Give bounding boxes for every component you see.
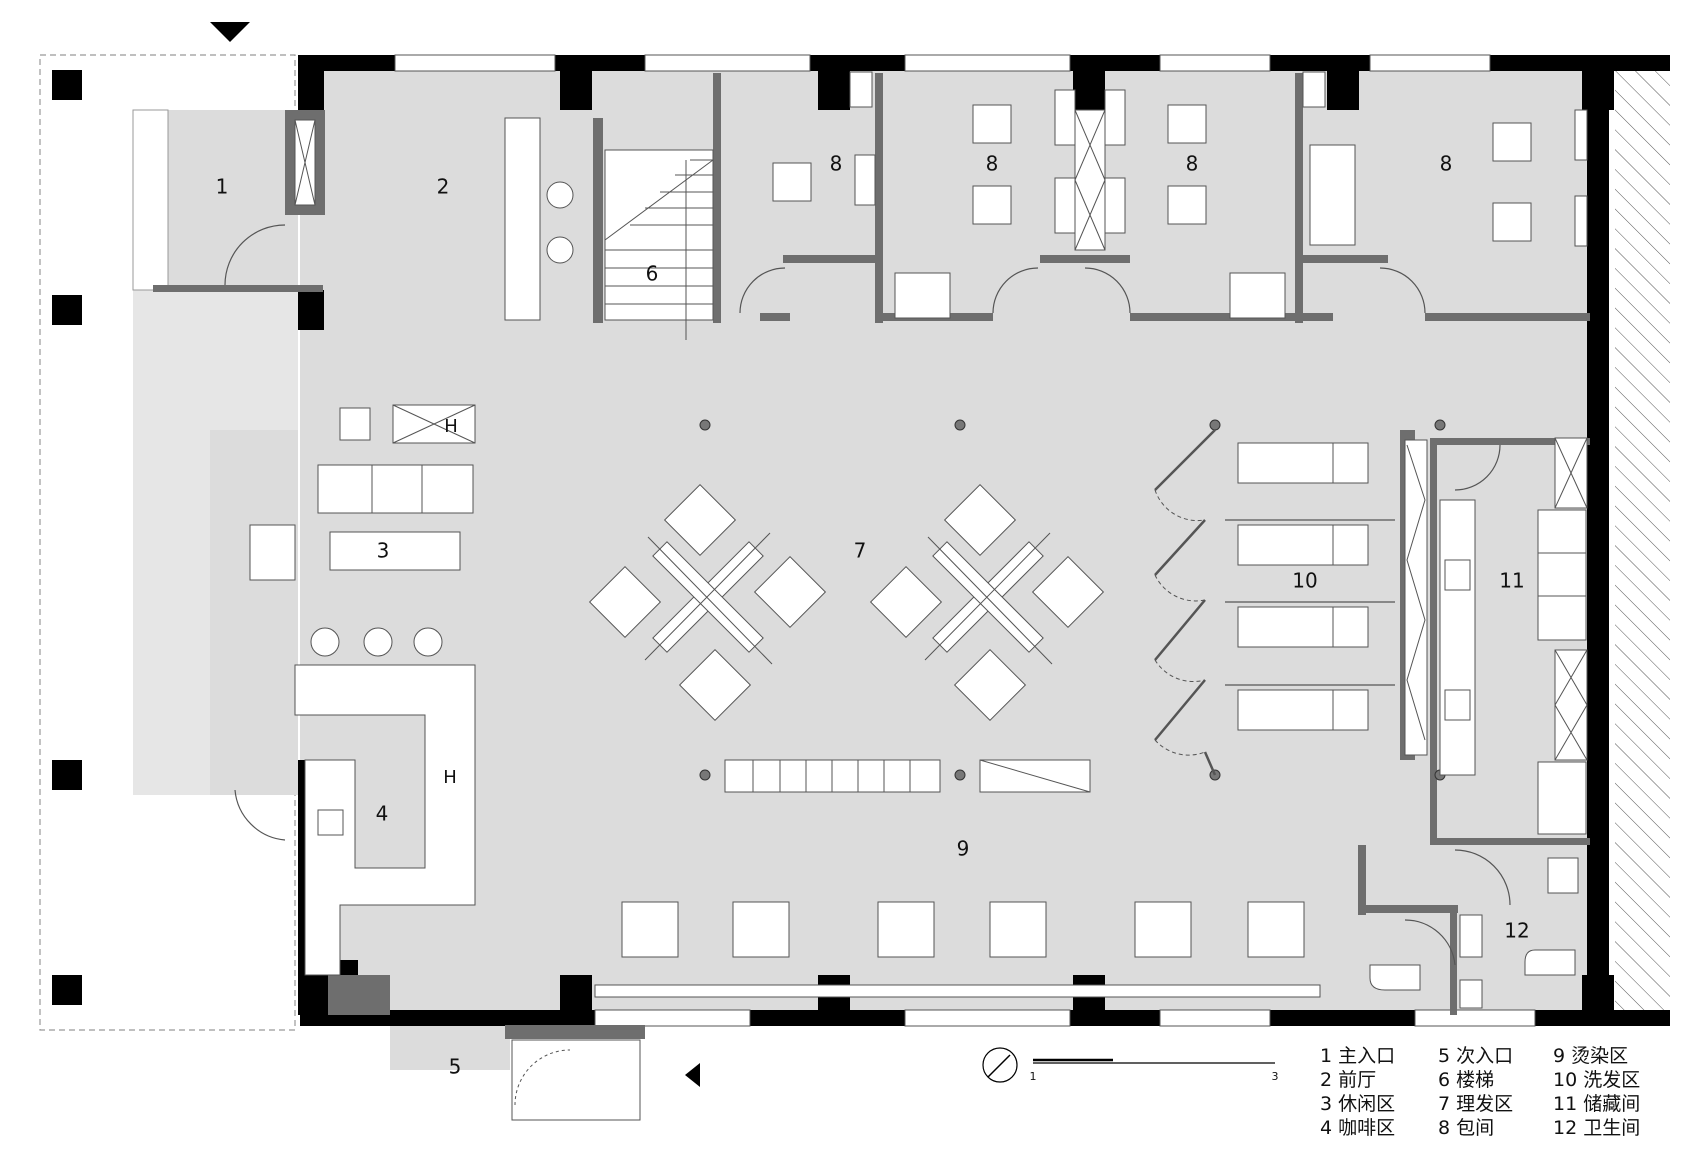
toilet-door-2	[1404, 919, 1456, 966]
storage-door	[1454, 444, 1501, 491]
lounge-cross	[392, 404, 476, 444]
entry-mat	[328, 975, 390, 1015]
barber-station-left	[588, 483, 827, 722]
private-room-furniture	[772, 89, 1588, 319]
entrance-5-door	[511, 1039, 641, 1121]
room-label-11: 11	[1499, 569, 1524, 593]
room-label-8a: 8	[830, 152, 843, 176]
legend-item: 1 主入口	[1320, 1045, 1396, 1067]
scale-end: 3	[1272, 1070, 1279, 1083]
shampoo-beds	[1225, 442, 1395, 731]
toilet-fixtures	[1369, 857, 1579, 1009]
legend-item: 10 洗发区	[1553, 1069, 1641, 1091]
room-label-3: 3	[377, 539, 390, 563]
room-label-7: 7	[854, 539, 867, 563]
stair-treads	[604, 159, 714, 340]
exterior-hatch	[1615, 70, 1670, 1010]
room-label-8c: 8	[1186, 152, 1199, 176]
legend-col-1: 1 主入口 2 前厅 3 休闲区 4 咖啡区	[1320, 1044, 1395, 1140]
room-label-4: 4	[376, 802, 389, 826]
legend-item: 4 咖啡区	[1320, 1117, 1396, 1139]
counter-diagonal	[979, 759, 1091, 793]
cabinet-cross	[294, 119, 316, 206]
cabinet-x	[1406, 444, 1426, 741]
windows	[394, 54, 1536, 1027]
room-label-5: 5	[449, 1055, 462, 1079]
shelf-dividers	[752, 760, 911, 792]
stool	[546, 236, 574, 264]
legend-col-2: 5 次入口 6 楼梯 7 理发区 8 包间	[1438, 1044, 1513, 1140]
marker-h-cafe: H	[443, 767, 457, 788]
vent-box	[1302, 71, 1326, 108]
room-label-1: 1	[216, 175, 229, 199]
floor-area	[300, 60, 1590, 1020]
side-door	[234, 789, 286, 841]
room-label-9: 9	[957, 837, 970, 861]
room-label-6: 6	[646, 262, 659, 286]
folding-door-swings	[1154, 489, 1206, 756]
legend-item: 7 理发区	[1438, 1093, 1514, 1115]
toilet-door	[1454, 849, 1511, 906]
legend-item: 9 烫染区	[1553, 1045, 1629, 1067]
column-cross	[1074, 109, 1106, 251]
room-label-2: 2	[437, 175, 450, 199]
room-label-8d: 8	[1440, 152, 1453, 176]
folding-doors	[1154, 429, 1217, 776]
entrance-5-wall	[505, 1025, 645, 1039]
legend-item: 12 卫生间	[1553, 1117, 1641, 1139]
cafe-sink	[317, 809, 344, 836]
dyeing-chairs	[621, 901, 1305, 958]
scale-start: 1	[1030, 1070, 1037, 1083]
stair	[604, 149, 714, 321]
cafe-counter	[294, 664, 476, 976]
main-entrance-arrow-icon	[210, 22, 250, 42]
compass-needle	[987, 1054, 1011, 1078]
room-label-10: 10	[1292, 569, 1317, 593]
room-label-8b: 8	[986, 152, 999, 176]
shampoo-cabinet	[1404, 439, 1428, 756]
entrance-1-strip	[132, 109, 169, 291]
reception-counter	[504, 117, 541, 321]
lounge-floor	[210, 430, 298, 795]
marker-h-lounge: H	[444, 416, 458, 437]
legend-item: 3 休闲区	[1320, 1093, 1396, 1115]
entrance-5-swing	[514, 1049, 571, 1106]
storage-cross	[1554, 437, 1588, 761]
legend-item: 8 包间	[1438, 1117, 1495, 1139]
barber-station-right	[869, 483, 1105, 722]
door-swings	[739, 267, 1426, 314]
legend-item: 5 次入口	[1438, 1045, 1514, 1067]
legend-item: 6 楼梯	[1438, 1069, 1495, 1091]
stool	[546, 181, 574, 209]
legend-col-3: 9 烫染区 10 洗发区 11 储藏间 12 卫生间	[1553, 1044, 1640, 1140]
entrance-1-door	[224, 224, 286, 286]
room-label-12: 12	[1504, 919, 1529, 943]
legend-item: 2 前厅	[1320, 1069, 1377, 1091]
secondary-entrance-arrow-icon	[685, 1063, 700, 1087]
vent-box	[849, 71, 873, 108]
storage-sink	[1444, 559, 1471, 591]
storage-sink	[1444, 689, 1471, 721]
columns	[52, 55, 1614, 1025]
storefront-glazing	[594, 984, 1321, 998]
legend-item: 11 储藏间	[1553, 1093, 1641, 1115]
